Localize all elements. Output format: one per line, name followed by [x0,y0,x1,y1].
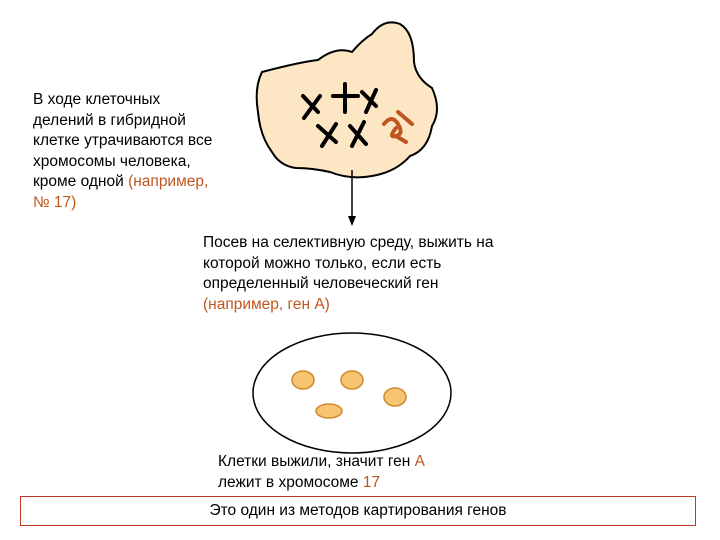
chromosome-3 [360,88,378,114]
result-line: Клетки выжили, значит ген А [218,452,518,473]
chromosome-number: 17 [362,473,381,491]
chromosome-4 [316,122,338,148]
chromosome-5 [348,120,368,148]
gene-label: А [414,453,425,470]
left-text-line: делений в гибридной [33,111,186,129]
conclusion-box: Это один из методов картирования генов [20,496,696,526]
example-note: (например, ген А) [203,295,330,313]
middle-text-line: которой можно только, если есть [203,254,442,272]
example-note: № 17) [33,193,77,211]
left-text-fragment: кроме одной [33,173,129,190]
petri-dish [252,332,452,454]
chromosome-1 [301,94,322,120]
chromosome-2 [331,82,360,114]
result-line: лежит в хромосоме 17 [218,473,518,494]
left-text-line: кроме одной (например, [33,172,263,193]
middle-text-line: определенный человеческий ген [203,275,439,292]
result-fragment: Клетки выжили, значит ген [218,453,415,470]
conclusion-text: Это один из методов картирования генов [209,502,507,519]
result-fragment: лежит в хромосоме [218,473,363,491]
left-text-line: В ходе клеточных [33,91,161,108]
human-chromosome [382,110,414,144]
middle-text-line: Посев на селективную среду, выжить на [203,234,494,251]
example-note: (например, [128,173,209,190]
left-text-line: хромосомы человека, [33,152,191,170]
result-text: Клетки выжили, значит ген А лежит в хром… [218,452,518,493]
left-explanation-text: В ходе клеточных делений в гибридной кле… [33,90,263,213]
colony [291,370,315,390]
left-text-line: клетке утрачиваются все [33,132,213,149]
colony [315,403,343,419]
selective-medium-text: Посев на селективную среду, выжить на ко… [203,233,583,315]
colony [340,370,364,390]
arrow-head [348,216,356,226]
colony [383,387,407,407]
